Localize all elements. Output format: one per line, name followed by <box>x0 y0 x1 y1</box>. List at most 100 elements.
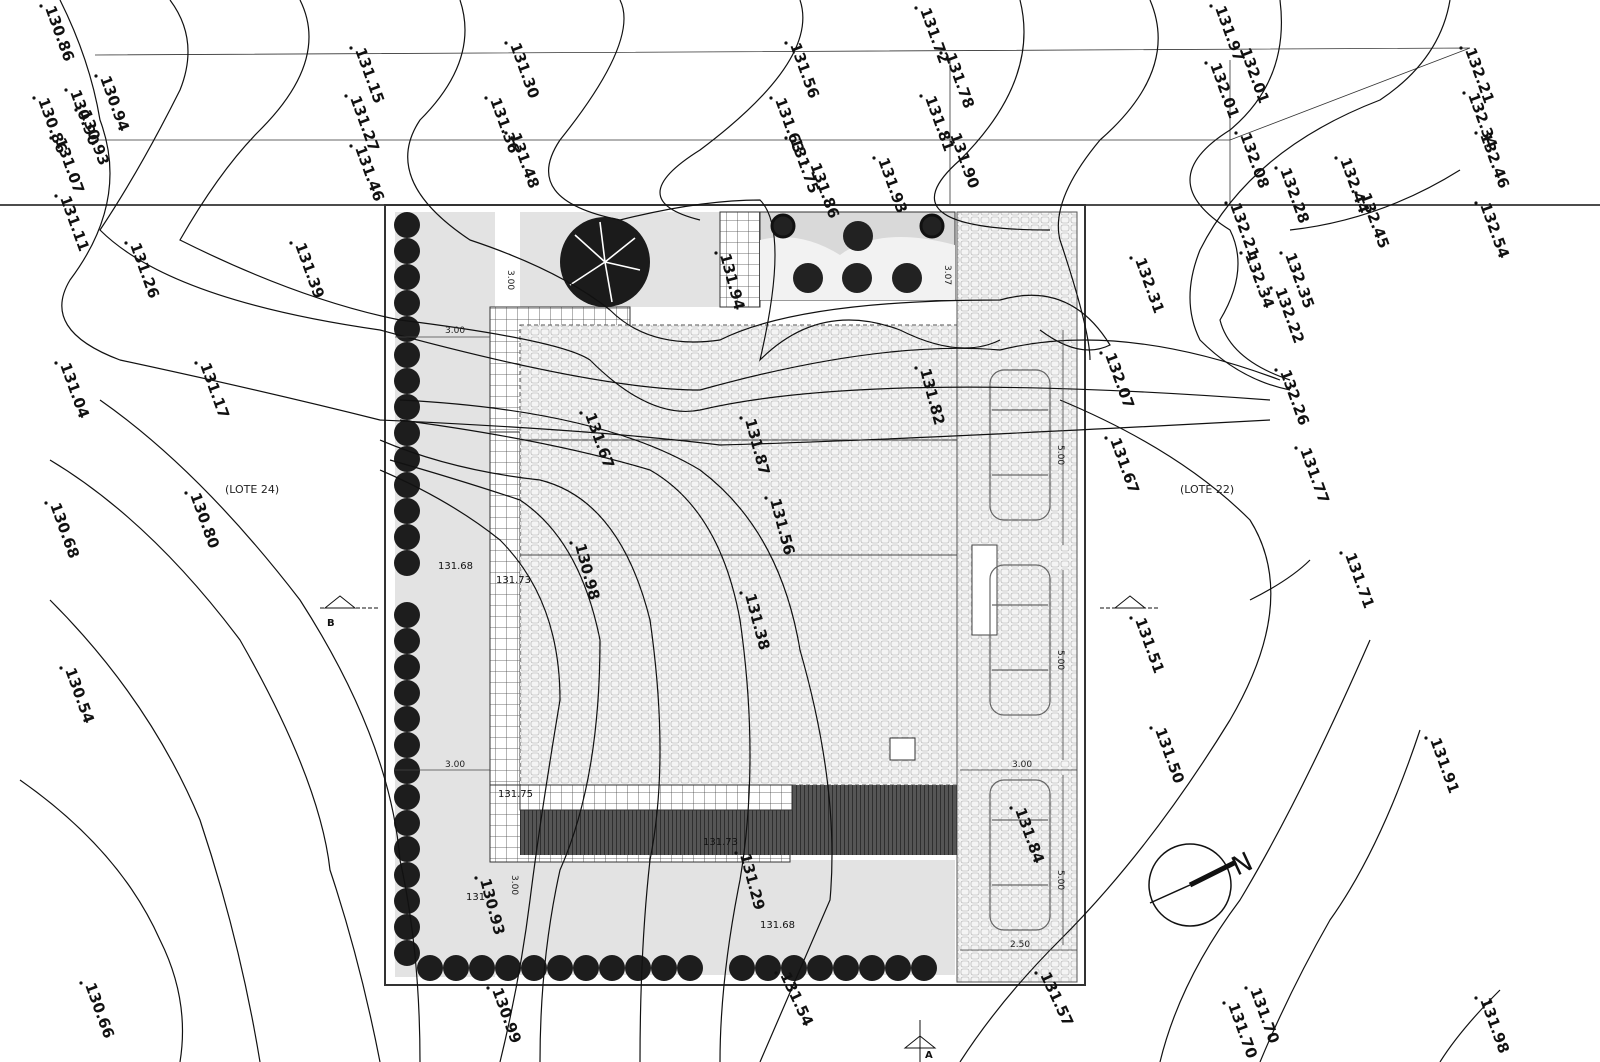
elevation-point-icon <box>1462 91 1466 95</box>
elevation-point-icon <box>1239 251 1243 255</box>
elevation-point-icon <box>872 156 876 160</box>
street-curb <box>94 47 1471 205</box>
hedge-shrub-icon <box>394 238 420 264</box>
elevation-label: 131.78 <box>941 50 978 111</box>
elevation-point-icon <box>769 96 773 100</box>
elevation-point-icon <box>1474 996 1478 1000</box>
hedge-row-bottom <box>417 955 937 981</box>
elevation-point-icon <box>1034 971 1038 975</box>
section-marker-right-icon <box>1100 595 1160 609</box>
spot-level: 131.73 <box>496 575 531 586</box>
elevation-point-icon <box>1459 46 1463 50</box>
elevation-point-icon <box>1104 436 1108 440</box>
elevation-point-icon <box>94 74 98 78</box>
elevation-label: 131.30 <box>506 40 543 101</box>
elevation-point-icon <box>919 94 923 98</box>
elevation-label: 131.48 <box>506 130 543 191</box>
elevation-label: 130.99 <box>488 985 525 1046</box>
hedge-shrub-icon <box>443 955 469 981</box>
hedge-shrub-icon <box>547 955 573 981</box>
elevation-point-icon <box>59 666 63 670</box>
elevation-label: 132.01 <box>1206 60 1243 121</box>
elevation-point-icon <box>1234 131 1238 135</box>
hedge-shrub-icon <box>573 955 599 981</box>
hedge-shrub-icon <box>651 955 677 981</box>
elevation-point-icon <box>474 876 478 880</box>
hedge-shrub-icon <box>394 602 420 628</box>
elevation-point-icon <box>1269 286 1273 290</box>
hedge-shrub-icon <box>495 955 521 981</box>
elevation-point-icon <box>774 971 778 975</box>
hedge-shrub-icon <box>394 810 420 836</box>
elevation-point-icon <box>1149 726 1153 730</box>
elevation-point-icon <box>1129 616 1133 620</box>
elevation-point-icon <box>54 361 58 365</box>
hedge-shrub-icon <box>394 394 420 420</box>
hedge-shrub-icon <box>394 784 420 810</box>
hedge-shrub-icon <box>394 342 420 368</box>
car-1 <box>989 369 1051 521</box>
dimension-lines <box>395 330 1077 951</box>
elevation-label: 132.01 <box>1236 45 1273 106</box>
hedge-shrub-icon <box>394 680 420 706</box>
elevation-label: 131.91 <box>1426 735 1463 796</box>
hedge-shrub-icon <box>394 732 420 758</box>
elevation-point-icon <box>1274 166 1278 170</box>
hedge-shrub-icon <box>885 955 911 981</box>
contour-lines <box>19 0 1501 1062</box>
deck-notch <box>519 784 793 811</box>
elevation-label: 131.77 <box>1296 445 1333 506</box>
hedge-shrub-icon <box>755 955 781 981</box>
shrub-icon <box>793 263 823 293</box>
shrub-icon <box>842 263 872 293</box>
elevation-point-icon <box>569 541 573 545</box>
elevation-label: 130.54 <box>61 665 98 726</box>
elevation-label: 131.39 <box>291 240 328 301</box>
elevation-point-icon <box>804 161 808 165</box>
parking-bollard <box>971 544 998 636</box>
elevation-label: 130.68 <box>46 500 83 561</box>
elevation-point-icon <box>784 136 788 140</box>
dimension-text: 3.00 <box>445 326 465 336</box>
elevation-point-icon <box>784 41 788 45</box>
elevation-label: 131.56 <box>786 40 823 101</box>
dimension-text: 3.00 <box>445 760 465 770</box>
elevation-point-icon <box>79 981 83 985</box>
dimension-text: 5.00 <box>1055 870 1065 890</box>
elevation-point-icon <box>74 108 78 112</box>
elevation-label: 131.67 <box>1106 435 1143 496</box>
elevation-point-icon <box>349 46 353 50</box>
spot-level: 131.68 <box>438 561 473 572</box>
hedge-shrub-icon <box>859 955 885 981</box>
elevation-point-icon <box>1339 551 1343 555</box>
elevation-label: 131.50 <box>1151 725 1188 786</box>
elevation-point-icon <box>344 94 348 98</box>
spot-level: 131.73 <box>703 837 738 848</box>
elevation-point-icon <box>184 491 188 495</box>
elevation-label: 130.80 <box>186 490 223 551</box>
elevation-label: 130.86 <box>41 3 78 64</box>
hedge-shrub-icon <box>417 955 443 981</box>
elevation-label: 130.66 <box>81 980 118 1041</box>
elevation-label: 132.26 <box>1276 367 1313 428</box>
hedge-shrub-icon <box>394 524 420 550</box>
elevation-point-icon <box>1244 986 1248 990</box>
hedge-shrub-icon <box>394 212 420 238</box>
hedge-shrub-icon <box>521 955 547 981</box>
dimension-text: 3.00 <box>509 875 519 895</box>
elevation-point-icon <box>739 416 743 420</box>
shrub-icon <box>919 213 945 239</box>
elevation-point-icon <box>124 241 128 245</box>
shrub-icon <box>770 213 796 239</box>
elevation-label: 132.45 <box>1356 190 1393 251</box>
chimney-square <box>889 737 916 761</box>
elevation-label: 131.46 <box>351 143 388 204</box>
elevation-point-icon <box>1279 251 1283 255</box>
section-marker-a-icon <box>903 1020 937 1062</box>
elevation-point-icon <box>484 96 488 100</box>
elevation-label: 132.54 <box>1476 200 1513 261</box>
hedge-row-left <box>394 212 420 966</box>
elevation-point-icon <box>1222 1001 1226 1005</box>
hedge-shrub-icon <box>394 290 420 316</box>
